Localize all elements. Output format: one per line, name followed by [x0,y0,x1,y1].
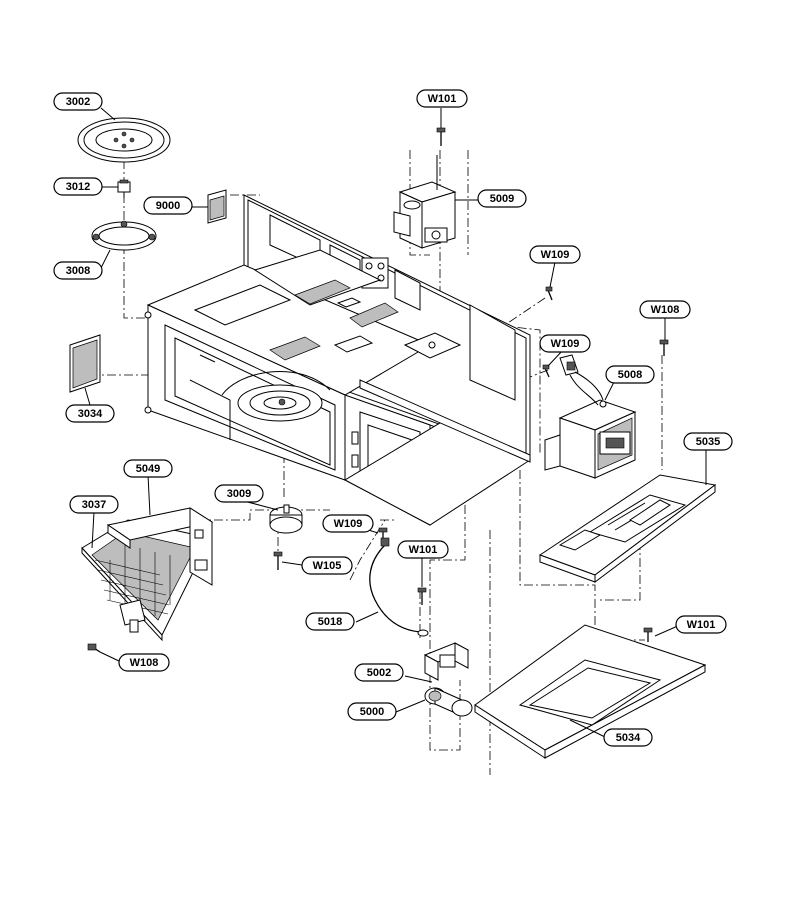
cover-plate [474,624,707,759]
capacitor-bracket [423,642,470,681]
svg-text:9000: 9000 [156,200,180,212]
screw-w109-b [542,364,550,378]
svg-text:W108: W108 [651,304,680,316]
label-w108-left: W108 [118,653,170,672]
label-3008: 3008 [53,261,103,280]
svg-text:3034: 3034 [78,408,103,420]
pad-part [207,189,227,224]
label-w101-mid: W101 [397,540,449,559]
label-5009: 5009 [477,189,527,208]
svg-text:5018: 5018 [318,616,342,628]
label-5034: 5034 [603,728,653,747]
svg-text:5002: 5002 [367,667,391,679]
label-5018: 5018 [305,612,355,631]
svg-text:W109: W109 [551,338,580,350]
turntable-glass-tray [77,117,171,163]
svg-text:5008: 5008 [618,369,642,381]
screw-w101-right [643,627,653,642]
base-plate [538,474,717,583]
label-5049: 5049 [123,459,173,478]
screw-w105 [273,551,283,570]
svg-text:W109: W109 [334,518,363,530]
label-w101-right: W101 [675,615,727,634]
label-3009: 3009 [214,484,264,503]
svg-text:W108: W108 [130,657,159,669]
vent-bracket [106,507,214,586]
part-labels: 3002 3012 3008 3034 9000 W101 5009 W109 [53,89,733,747]
label-w109-a: W109 [529,245,581,264]
label-w101-top: W101 [416,89,468,108]
label-3034: 3034 [65,404,115,423]
label-5035: 5035 [683,432,733,451]
label-w109-c: W109 [322,514,374,533]
svg-text:5049: 5049 [136,463,160,475]
svg-text:W101: W101 [687,619,716,631]
roller-ring [91,220,157,251]
svg-text:W105: W105 [313,560,342,572]
svg-text:5035: 5035 [696,436,720,448]
high-voltage-transformer [544,354,637,479]
svg-text:5000: 5000 [360,706,384,718]
high-voltage-capacitor [424,687,473,717]
svg-text:3008: 3008 [66,265,90,277]
svg-text:3002: 3002 [66,96,90,108]
screw-w108-left [87,643,101,653]
turntable-coupler [117,179,131,198]
screw-w101-top [436,127,446,146]
svg-text:W109: W109 [541,249,570,261]
label-5002: 5002 [354,663,404,682]
svg-text:5034: 5034 [616,732,641,744]
label-5000: 5000 [347,702,397,721]
screw-w108-right [659,339,669,356]
svg-text:3012: 3012 [66,181,90,193]
svg-text:3009: 3009 [227,488,251,500]
turntable-motor [269,504,303,534]
screw-w101-mid [417,587,427,605]
label-w105: W105 [301,556,353,575]
svg-text:W101: W101 [409,544,438,556]
waveguide-cover [69,334,101,393]
sensor-wire [369,537,429,637]
magnetron-bracket [403,332,462,359]
label-9000: 9000 [143,196,193,215]
label-w109-b: W109 [539,334,591,353]
screw-w109-a [545,286,553,301]
svg-text:5009: 5009 [490,193,514,205]
svg-text:W101: W101 [428,93,457,105]
label-3037: 3037 [69,495,119,514]
oven-cavity-assembly [144,194,532,526]
svg-text:3037: 3037 [82,499,106,511]
screw-parts [87,127,669,653]
label-5008: 5008 [605,365,655,384]
label-3012: 3012 [53,177,103,196]
label-w108-right: W108 [639,300,691,319]
magnetron [393,155,457,249]
label-3002: 3002 [53,92,103,111]
vent-grille-housing [81,519,211,642]
